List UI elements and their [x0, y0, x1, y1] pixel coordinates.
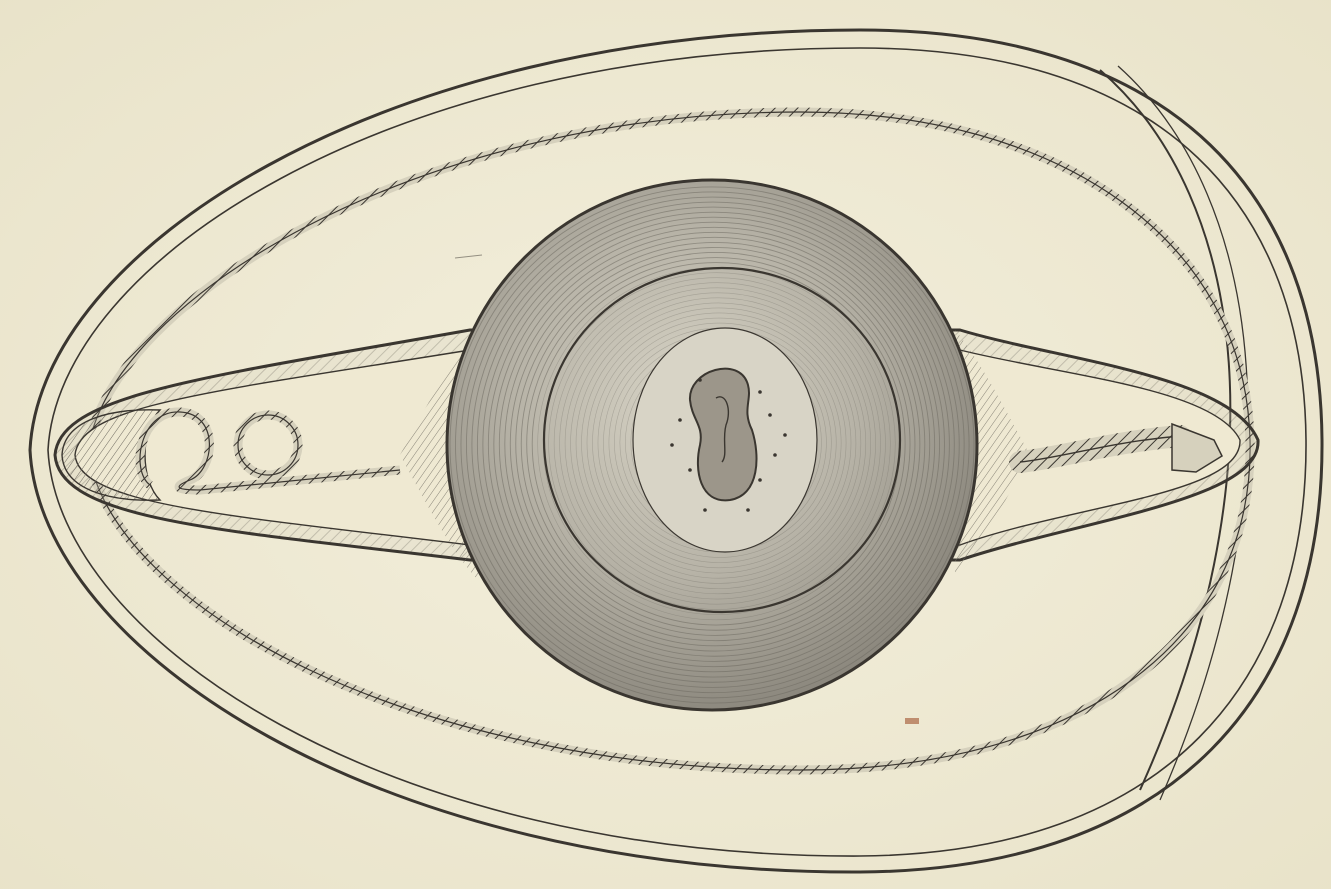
stipple-dot — [746, 508, 750, 512]
stipple-dot — [773, 453, 777, 457]
stipple-dot — [758, 390, 762, 394]
stipple-dot — [698, 378, 702, 382]
ink-speck — [905, 718, 919, 724]
stipple-dot — [783, 433, 787, 437]
stipple-dot — [670, 443, 674, 447]
germinal-disc — [633, 328, 817, 552]
stipple-dot — [688, 468, 692, 472]
stipple-dot — [703, 508, 707, 512]
stipple-dot — [758, 478, 762, 482]
stipple-dot — [678, 418, 682, 422]
stipple-dot — [768, 413, 772, 417]
